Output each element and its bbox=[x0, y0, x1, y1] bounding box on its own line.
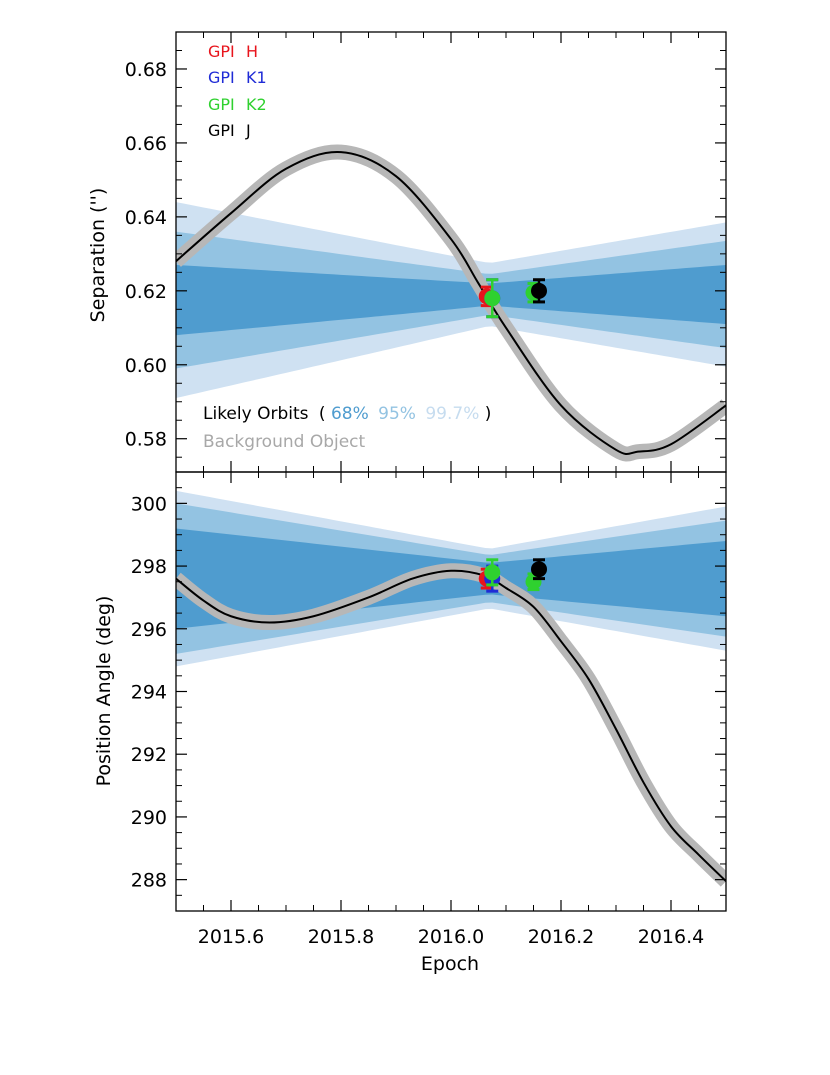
position-angle-plot-content bbox=[176, 490, 726, 887]
legend-label-gpi-k1-instrument: GPI bbox=[208, 68, 235, 87]
epoch-axis-title: Epoch bbox=[421, 953, 479, 975]
position-angle-y-tick-label: 290 bbox=[131, 807, 167, 829]
separation-gpi-k2-point-0-marker bbox=[484, 290, 501, 307]
separation-gpi-j-point-0-marker bbox=[531, 282, 547, 299]
separation-gpi-k2-point-0 bbox=[484, 278, 501, 319]
background-object-label: Background Object bbox=[203, 432, 366, 452]
likely-orbits-label: Likely Orbits bbox=[203, 404, 309, 424]
position-angle-y-tick-label: 292 bbox=[131, 744, 167, 766]
legend-item-gpi-k2: GPI K2 bbox=[208, 95, 267, 114]
separation-plot-content bbox=[176, 144, 726, 462]
likely-orbits-open-paren: ( bbox=[319, 404, 326, 424]
separation-plot-area bbox=[176, 144, 726, 462]
position-angle-x-tick-label: 2015.8 bbox=[308, 926, 374, 948]
position-angle-y-tick-label: 300 bbox=[131, 493, 167, 515]
separation-y-tick-label: 0.66 bbox=[125, 133, 167, 155]
legend-item-gpi-k1: GPI K1 bbox=[208, 68, 267, 87]
position-angle-panel: 2015.6 2015.8 2016.0 2016.2 2016.4 288 290 292 2… bbox=[93, 471, 727, 975]
position-angle-gpi-k2-point-0-marker bbox=[484, 564, 501, 581]
separation-background-track-line bbox=[176, 151, 726, 456]
position-angle-y-tick-label: 288 bbox=[131, 870, 167, 892]
position-angle-axes: 2015.6 2015.8 2016.0 2016.2 2016.4 288 290 292 2… bbox=[131, 471, 727, 948]
legend-label-gpi-j-instrument: GPI bbox=[208, 121, 235, 140]
position-angle-gpi-k2-point-0 bbox=[484, 558, 501, 587]
likely-orbits-close-paren: ) bbox=[485, 404, 492, 424]
separation-panel: 0.58 0.60 0.62 0.64 0.66 0.68 Separation ('')… bbox=[87, 31, 727, 473]
legend-label-gpi-k1-band: K1 bbox=[246, 68, 267, 87]
position-angle-x-tick-label: 2016.2 bbox=[528, 926, 594, 948]
position-angle-y-tick-label: 298 bbox=[131, 556, 167, 578]
separation-gpi-j-point-0 bbox=[531, 278, 547, 304]
separation-y-tick-label: 0.62 bbox=[125, 281, 167, 303]
svg-text:Likely Orbits (: Likely Orbits ( 68% 95% 99.7% ) bbox=[203, 404, 491, 424]
legend-item-gpi-j: GPI J bbox=[208, 121, 251, 140]
position-angle-y-tick-label: 296 bbox=[131, 619, 167, 641]
position-angle-x-tick-label: 2016.0 bbox=[418, 926, 484, 948]
likely-orbits-95-label: 95% bbox=[378, 404, 416, 424]
separation-y-tick-label: 0.60 bbox=[125, 355, 167, 377]
separation-y-tick-label: 0.68 bbox=[125, 59, 167, 81]
position-angle-x-tick-label: 2015.6 bbox=[198, 926, 264, 948]
legend: GPI H GPI K1 GPI K2 GPI J bbox=[208, 42, 267, 140]
separation-y-tick-label: 0.58 bbox=[125, 429, 167, 451]
separation-band-68 bbox=[176, 264, 726, 336]
position-angle-plot-area bbox=[176, 490, 726, 887]
position-angle-axis-title: Position Angle (deg) bbox=[93, 596, 115, 787]
likely-orbits-annotation: Likely Orbits ( 68% 95% 99.7% ) Backgrou… bbox=[203, 404, 491, 452]
position-angle-gpi-j-point-0 bbox=[531, 558, 547, 581]
position-angle-gpi-j-point-0-marker bbox=[531, 561, 547, 578]
position-angle-x-tick-label: 2016.4 bbox=[638, 926, 704, 948]
position-angle-band-68 bbox=[176, 528, 726, 629]
legend-label-gpi-h-band: H bbox=[246, 42, 258, 61]
legend-label-gpi-h-instrument: GPI bbox=[208, 42, 235, 61]
likely-orbits-68-label: 68% bbox=[331, 404, 369, 424]
separation-axis-title: Separation ('') bbox=[87, 188, 109, 323]
likely-orbits-997-label: 99.7% bbox=[425, 404, 479, 424]
legend-item-gpi-h: GPI H bbox=[208, 42, 258, 61]
position-angle-y-tick-label: 294 bbox=[131, 682, 167, 704]
legend-label-gpi-k2-instrument: GPI bbox=[208, 95, 235, 114]
legend-label-gpi-k2-band: K2 bbox=[246, 95, 267, 114]
legend-label-gpi-j-band: J bbox=[245, 121, 251, 140]
separation-y-tick-label: 0.64 bbox=[125, 207, 167, 229]
